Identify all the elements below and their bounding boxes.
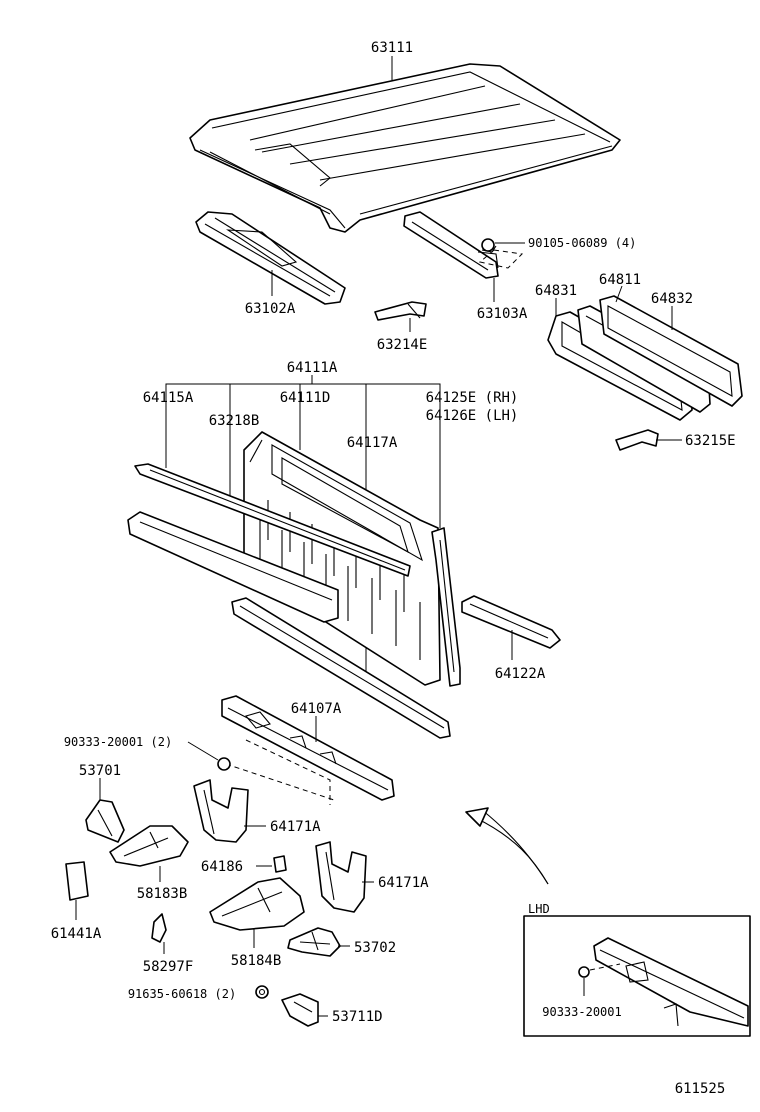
molding-63218B[interactable] — [134, 463, 411, 577]
detail-arrow — [465, 807, 549, 885]
label-58184B: 58184B — [231, 953, 282, 969]
lower-back-panel-64115A[interactable] — [127, 511, 339, 623]
bracket-53711D[interactable] — [281, 993, 319, 1027]
label-64122A: 64122A — [495, 666, 546, 682]
label-64832: 64832 — [651, 291, 693, 307]
bracket-53702[interactable] — [287, 927, 341, 957]
floor-extension-58183B[interactable] — [109, 825, 189, 867]
label-63215E: 63215E — [685, 433, 736, 449]
inset-title: LHD — [528, 902, 550, 916]
label-64811: 64811 — [599, 272, 641, 288]
label-64171A-1: 64171A — [270, 819, 321, 835]
bracket-64171A-1[interactable] — [193, 779, 249, 843]
label-64831: 64831 — [535, 283, 577, 299]
label-64117A: 64117A — [347, 435, 398, 451]
pad-61441A[interactable] — [65, 861, 89, 901]
back-panel-64111D[interactable] — [243, 431, 441, 686]
label-90333-20001: 90333-20001 — [542, 1005, 621, 1019]
label-64171A-2: 64171A — [378, 875, 429, 891]
label-63103A: 63103A — [477, 306, 528, 322]
label-64126E: 64126E (LH) — [426, 408, 519, 424]
bracket-64171A-2[interactable] — [315, 841, 367, 913]
label-90333-20001-2: 90333-20001 (2) — [64, 735, 172, 749]
label-64186: 64186 — [201, 859, 243, 875]
bracket-53701[interactable] — [85, 799, 125, 843]
inset-cross-member[interactable] — [593, 937, 749, 1027]
inset-plug-90333-20001[interactable] — [578, 966, 590, 978]
plug-90333-20001[interactable] — [217, 757, 231, 771]
sill-64117A[interactable] — [231, 597, 451, 739]
label-91635-60618-2: 91635-60618 (2) — [128, 987, 236, 1001]
label-64107A: 64107A — [291, 701, 342, 717]
label-58183B: 58183B — [137, 886, 188, 902]
extension-panel-64122A[interactable] — [461, 595, 561, 649]
pillar-64125E[interactable] — [431, 527, 461, 687]
floor-extension-58184B[interactable] — [209, 877, 305, 931]
label-64111A: 64111A — [287, 360, 338, 376]
rear-roof-rail-63103A[interactable] — [403, 211, 499, 279]
label-53701: 53701 — [79, 763, 121, 779]
label-63102A: 63102A — [245, 301, 296, 317]
label-64111D: 64111D — [280, 390, 331, 406]
bracket-63215E[interactable] — [615, 429, 659, 451]
clip-58297F[interactable] — [151, 913, 167, 943]
label-53711D: 53711D — [332, 1009, 383, 1025]
bracket-64186[interactable] — [273, 855, 287, 873]
clip-91635-60618[interactable] — [255, 985, 269, 999]
bracket-63214E[interactable] — [374, 301, 427, 321]
back-window-weatherstrip-64832[interactable] — [599, 295, 743, 407]
label-63214E: 63214E — [377, 337, 428, 353]
label-61441A: 61441A — [51, 926, 102, 942]
cross-member-64107A[interactable] — [221, 695, 395, 801]
label-63111: 63111 — [371, 40, 413, 56]
label-53702: 53702 — [354, 940, 396, 956]
label-64125E: 64125E (RH) — [426, 390, 519, 406]
label-90105-06089: 90105-06089 (4) — [528, 236, 636, 250]
front-roof-rail-63102A[interactable] — [195, 211, 346, 305]
label-63218B: 63218B — [209, 413, 260, 429]
clip-90105-06089[interactable] — [481, 238, 497, 253]
figure-id: 611525 — [675, 1081, 726, 1097]
roof-panel-63111[interactable] — [189, 63, 621, 233]
label-58297F: 58297F — [143, 959, 194, 975]
label-64115A: 64115A — [143, 390, 194, 406]
